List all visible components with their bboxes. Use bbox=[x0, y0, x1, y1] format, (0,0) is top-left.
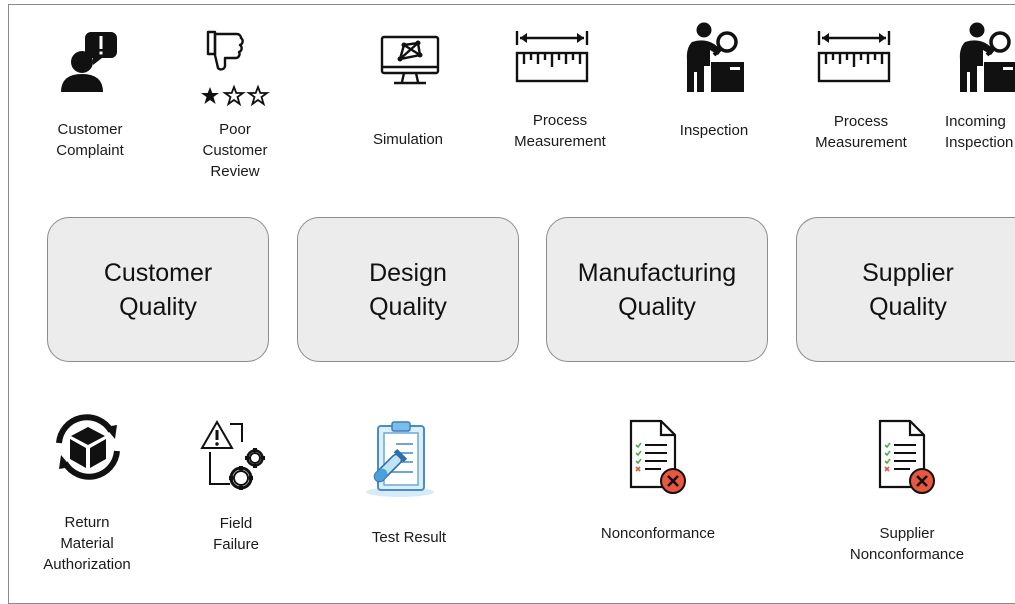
rejected-document-icon bbox=[629, 419, 686, 494]
ruler-measurement-icon bbox=[515, 31, 589, 83]
rejected-document-icon bbox=[878, 419, 935, 494]
warning-gears-icon bbox=[200, 420, 265, 490]
inspection-label: Inspection bbox=[679, 122, 749, 139]
design-quality-card: Design Quality bbox=[297, 217, 519, 362]
incoming-inspection-label: Incoming Inspection bbox=[945, 113, 1014, 151]
poor-customer-review-label: Poor Customer Review bbox=[202, 121, 268, 180]
customer-complaint-label: Customer Complaint bbox=[56, 121, 124, 159]
return-material-authorization-label: Return Material Authorization bbox=[43, 514, 131, 573]
process-measurement-label: Process Measurement bbox=[514, 112, 606, 150]
return-package-cycle-icon bbox=[56, 414, 120, 480]
customer-quality-title: Customer Quality bbox=[103, 258, 213, 321]
customer-complaint-icon bbox=[61, 32, 117, 92]
customer-quality-card: Customer Quality bbox=[47, 217, 269, 362]
manufacturing-quality-title: Manufacturing Quality bbox=[577, 258, 737, 321]
ruler-measurement-icon bbox=[817, 31, 891, 83]
test-result-label: Test Result bbox=[371, 529, 447, 546]
process-measurement-label-2: Process Measurement bbox=[815, 113, 907, 151]
design-quality-title: Design Quality bbox=[369, 258, 447, 321]
inspector-magnifier-icon bbox=[686, 22, 744, 92]
supplier-nonconformance-label: Supplier Nonconformance bbox=[849, 525, 965, 563]
thumbs-down-rating-icon bbox=[201, 30, 270, 107]
manufacturing-quality-card: Manufacturing Quality bbox=[546, 217, 768, 362]
field-failure-label: Field Failure bbox=[213, 515, 259, 553]
clipboard-test-tube-icon bbox=[366, 421, 434, 497]
simulation-label: Simulation bbox=[372, 131, 444, 148]
simulation-monitor-icon bbox=[380, 35, 440, 85]
supplier-quality-title: Supplier Quality bbox=[862, 258, 954, 321]
nonconformance-label: Nonconformance bbox=[600, 525, 716, 542]
inspector-magnifier-icon bbox=[959, 22, 1015, 92]
supplier-quality-card: Supplier Quality bbox=[796, 217, 1015, 362]
